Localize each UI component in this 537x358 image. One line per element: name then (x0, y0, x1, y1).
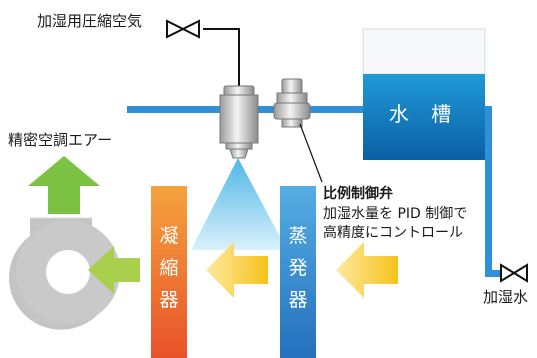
proportional-valve-icon (273, 78, 311, 128)
valve-desc-line-2: 高精度にコントロール (323, 225, 463, 241)
tank-label: 水 槽 (388, 102, 460, 126)
evaporator-label: 蒸 発 器 (288, 225, 308, 311)
water-valve-icon (500, 263, 528, 283)
flow-arrow-icon (206, 242, 268, 298)
condenser (151, 186, 187, 358)
air-valve-icon (166, 19, 200, 39)
fan-intake-arrow-icon (88, 246, 140, 294)
evaporator (280, 186, 316, 358)
spray-mist (191, 158, 287, 250)
valve-desc-line-1: 加湿水量を PID 制御で (323, 206, 468, 222)
air-out-label: 精密空調エアー (8, 131, 113, 149)
valve-title-label: 比例制御弁 (323, 186, 393, 202)
valve-callout-line (299, 123, 323, 183)
water-in-label: 加湿水 (483, 288, 529, 306)
nozzle-icon (219, 85, 259, 159)
air-in-label: 加湿用圧縮空気 (37, 12, 143, 30)
air-out-arrow-icon (28, 156, 100, 214)
condenser-label: 凝 縮 器 (159, 225, 179, 311)
air-line (203, 28, 240, 88)
flow-arrow-icon (336, 242, 398, 298)
water-tank (362, 28, 486, 160)
fan-icon (9, 217, 120, 330)
